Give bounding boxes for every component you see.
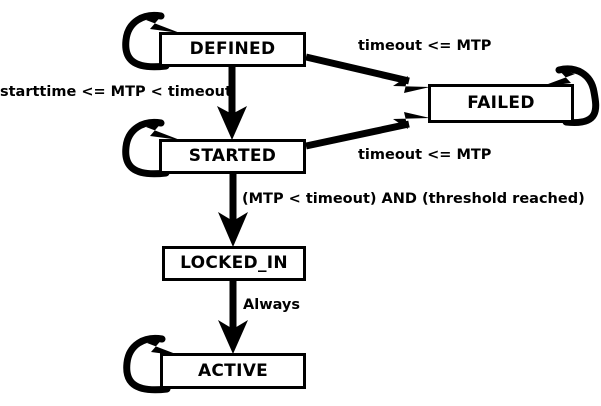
edge-started-to-locked-in — [218, 174, 248, 247]
state-label-failed: FAILED — [467, 93, 535, 113]
state-node-defined[interactable]: DEFINED — [159, 32, 306, 67]
self-loop-defined — [122, 11, 180, 71]
state-label-locked-in: LOCKED_IN — [180, 253, 288, 273]
state-node-locked-in[interactable]: LOCKED_IN — [162, 246, 306, 281]
edge-label-defined-to-started: starttime <= MTP < timeout — [0, 84, 232, 100]
state-label-defined: DEFINED — [189, 39, 276, 59]
self-loop-started — [122, 118, 180, 178]
state-node-active[interactable]: ACTIVE — [160, 353, 306, 389]
edge-label-started-to-failed: timeout <= MTP — [358, 147, 492, 163]
state-label-started: STARTED — [188, 146, 277, 166]
edge-label-locked-in-to-active: Always — [243, 297, 301, 313]
edge-defined-to-started — [217, 67, 247, 140]
edge-label-defined-to-failed: timeout <= MTP — [358, 38, 492, 54]
state-node-started[interactable]: STARTED — [159, 139, 306, 174]
edge-locked-in-to-active — [218, 281, 248, 354]
edge-label-started-to-locked-in: (MTP < timeout) AND (threshold reached) — [242, 191, 585, 207]
edge-started-to-failed — [305, 112, 430, 150]
state-node-failed[interactable]: FAILED — [428, 84, 574, 123]
self-loop-failed — [540, 65, 600, 127]
edge-defined-to-failed — [305, 53, 430, 93]
state-label-active: ACTIVE — [197, 360, 269, 381]
self-loop-active — [123, 334, 181, 394]
